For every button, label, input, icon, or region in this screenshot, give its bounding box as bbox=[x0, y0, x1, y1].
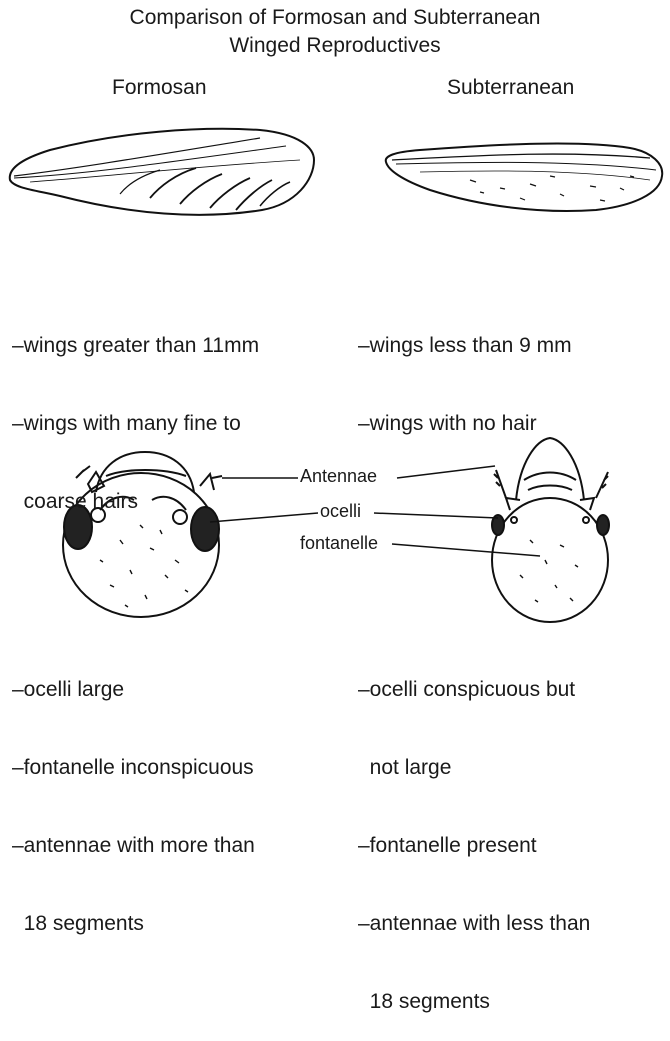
fontanelle-label: fontanelle bbox=[298, 533, 380, 554]
list-item: 18 segments bbox=[358, 989, 590, 1015]
ocelli-label: ocelli bbox=[318, 501, 363, 522]
list-item: –wings less than 9 mm bbox=[358, 333, 572, 359]
list-item: –fontanelle present bbox=[358, 833, 590, 859]
list-item: –wings with no hair bbox=[358, 411, 572, 437]
subterranean-head-notes: –ocelli conspicuous but not large –fonta… bbox=[358, 625, 590, 1041]
subterranean-wing-drawing bbox=[386, 144, 662, 211]
formosan-head-notes: –ocelli large –fontanelle inconspicuous … bbox=[12, 625, 255, 963]
list-item: –fontanelle inconspicuous bbox=[12, 755, 255, 781]
list-item: not large bbox=[358, 755, 590, 781]
formosan-wing-drawing bbox=[10, 129, 314, 215]
antennae-label: Antennae bbox=[298, 466, 379, 487]
list-item: –wings with many fine to bbox=[12, 411, 259, 437]
list-item: –ocelli large bbox=[12, 677, 255, 703]
list-item: 18 segments bbox=[12, 911, 255, 937]
subterranean-head-drawing bbox=[492, 438, 609, 622]
formosan-wing-notes: –wings greater than 11mm –wings with man… bbox=[12, 281, 259, 541]
list-item: –wings greater than 11mm bbox=[12, 333, 259, 359]
list-item: –antennae with more than bbox=[12, 833, 255, 859]
list-item: coarse hairs bbox=[12, 489, 259, 515]
subterranean-wing-notes: –wings less than 9 mm –wings with no hai… bbox=[358, 281, 572, 463]
list-item: –antennae with less than bbox=[358, 911, 590, 937]
list-item: –ocelli conspicuous but bbox=[358, 677, 590, 703]
